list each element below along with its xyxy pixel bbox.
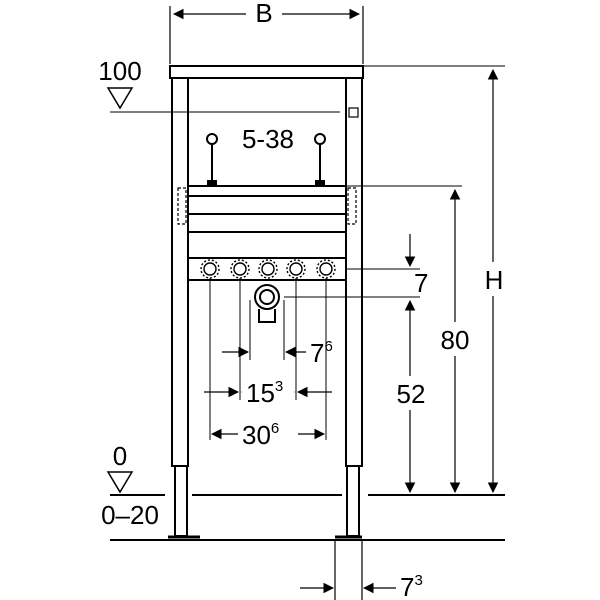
frame-left-foot — [174, 465, 188, 537]
hole-span-label: 5-38 — [242, 124, 294, 154]
dim-30-6-label: 306 — [242, 420, 279, 450]
fitting-plate — [187, 257, 347, 281]
right-extension-lines — [284, 65, 505, 298]
frame-right-post — [345, 77, 363, 467]
hole-extension-lines — [209, 278, 327, 440]
drain-connector — [254, 284, 280, 323]
dim-52-label: 52 — [397, 379, 426, 409]
level-100-label: 100 — [98, 56, 141, 86]
level-0-label: 0 — [113, 441, 127, 471]
dim-15-3-label: 153 — [246, 378, 283, 408]
dim-7-6-label: 76 — [310, 338, 333, 368]
height-h-label: H — [485, 265, 504, 295]
dim-7-3 — [300, 540, 396, 600]
basin-bolts — [206, 133, 326, 187]
post-brackets — [177, 187, 357, 225]
level-0-marker — [106, 471, 134, 494]
floor-lines — [110, 494, 505, 541]
dim-7-3-label: 73 — [400, 572, 423, 600]
frame-basin-bar — [187, 185, 347, 197]
frame-right-foot — [346, 465, 360, 537]
fitting-holes — [200, 259, 336, 279]
dim-80-label: 80 — [441, 325, 470, 355]
width-b-label: B — [255, 0, 272, 28]
frame-left-post — [171, 77, 189, 467]
level-100-marker — [106, 87, 134, 110]
dim-7-label: 7 — [414, 268, 428, 298]
frame-top-rail — [169, 65, 364, 79]
label-square — [348, 107, 359, 118]
floor-range-label: 0–20 — [101, 500, 159, 530]
